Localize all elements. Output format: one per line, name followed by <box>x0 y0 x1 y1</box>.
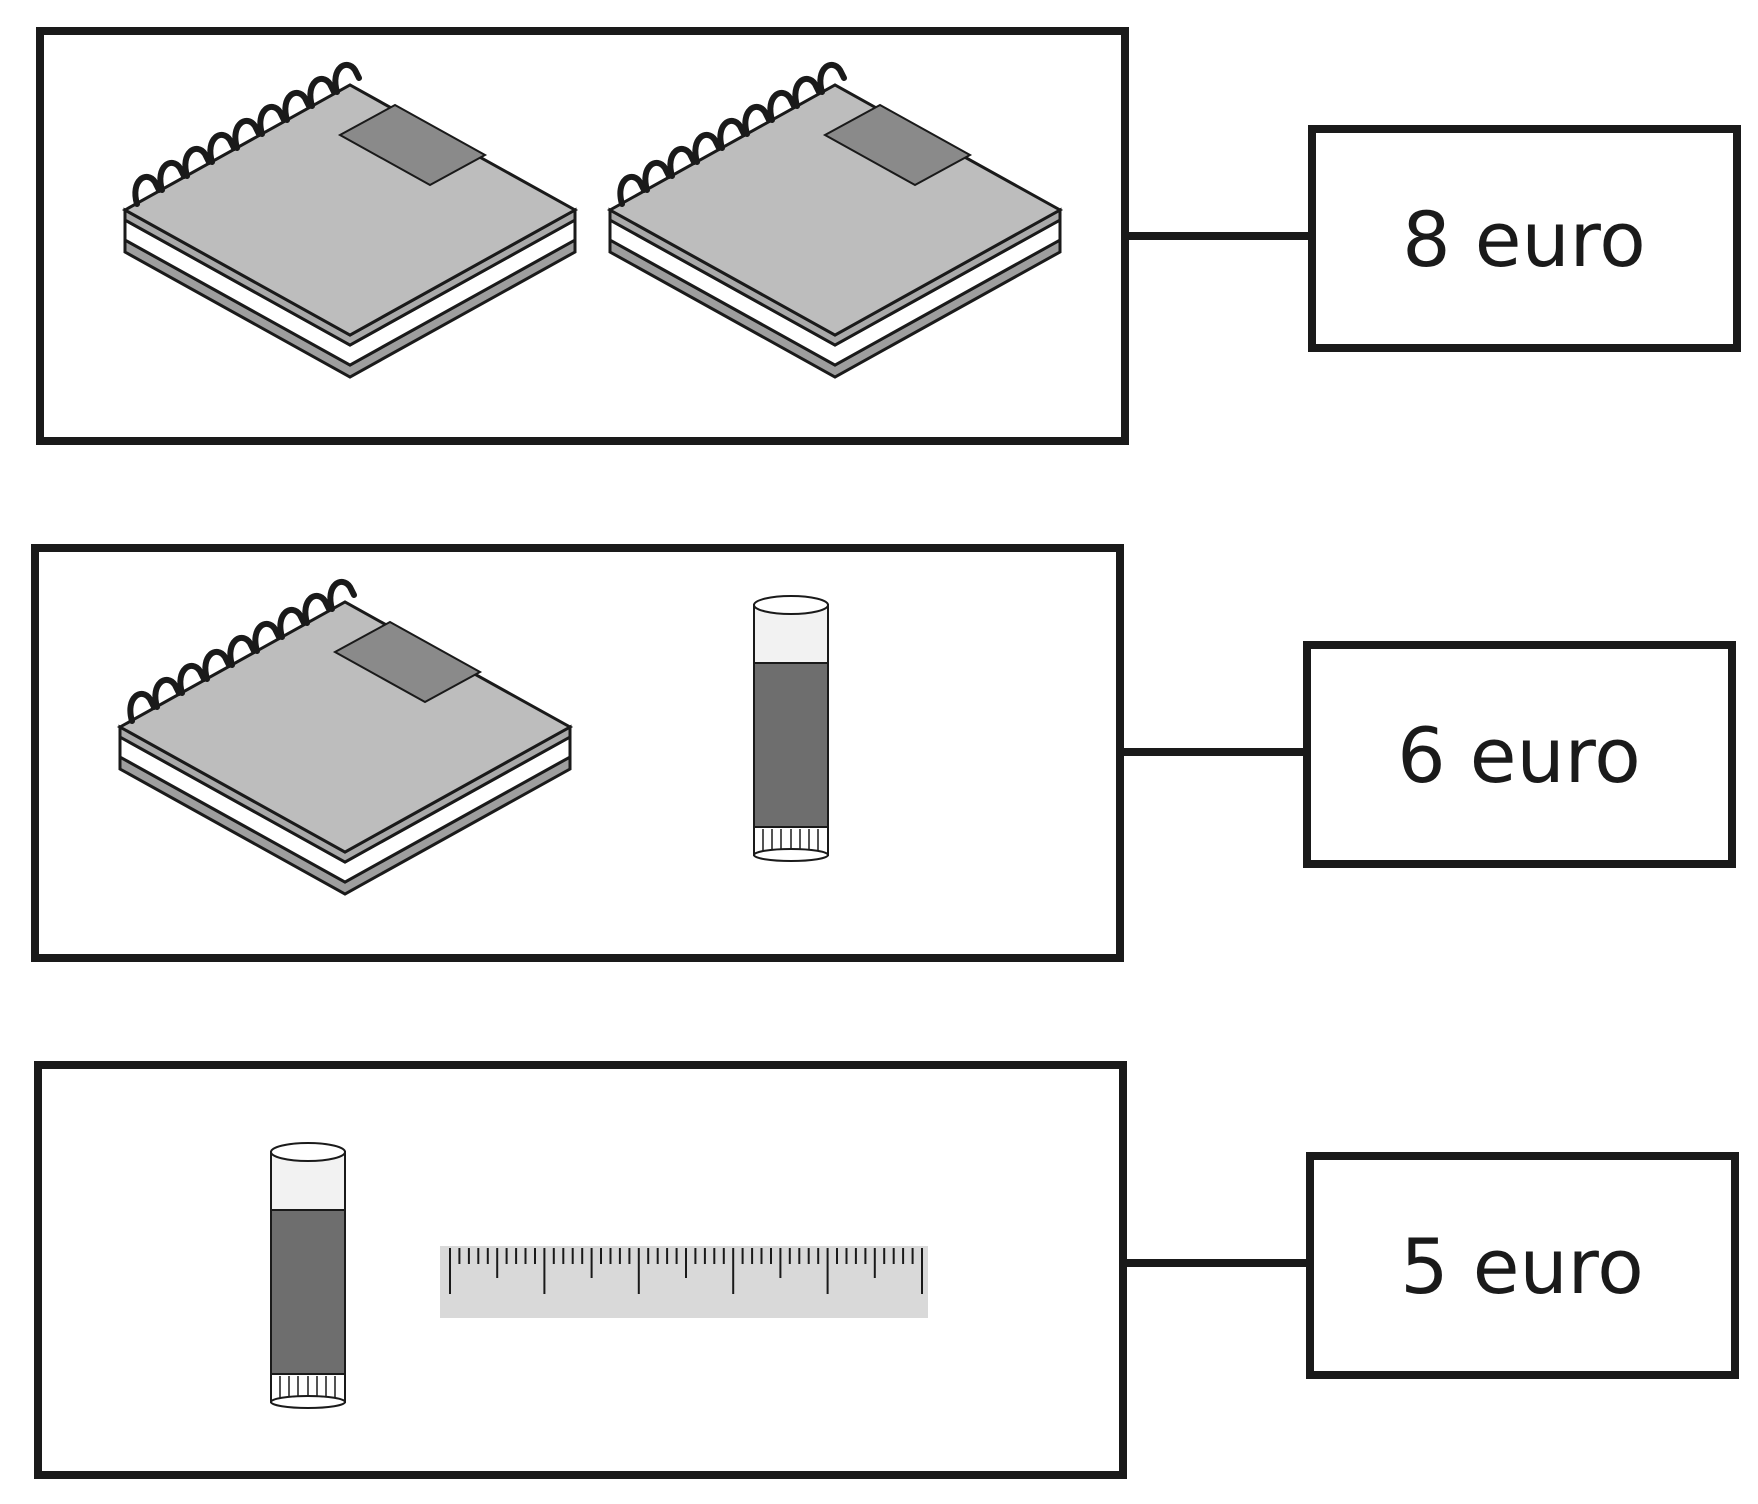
price-box <box>1308 125 1741 352</box>
row-3: 5 euro <box>34 1061 1739 1479</box>
price-box <box>1303 641 1736 868</box>
price-label: 6 euro <box>1397 711 1641 800</box>
price-label: 5 euro <box>1400 1222 1644 1311</box>
row-1: 8 euro <box>36 27 1741 445</box>
glue-stick-icon <box>753 595 829 862</box>
row-2: 6 euro <box>31 544 1736 962</box>
price-box <box>1306 1152 1739 1379</box>
ruler-icon <box>440 1246 928 1318</box>
price-label: 8 euro <box>1402 195 1646 284</box>
glue-stick-icon <box>270 1142 346 1409</box>
